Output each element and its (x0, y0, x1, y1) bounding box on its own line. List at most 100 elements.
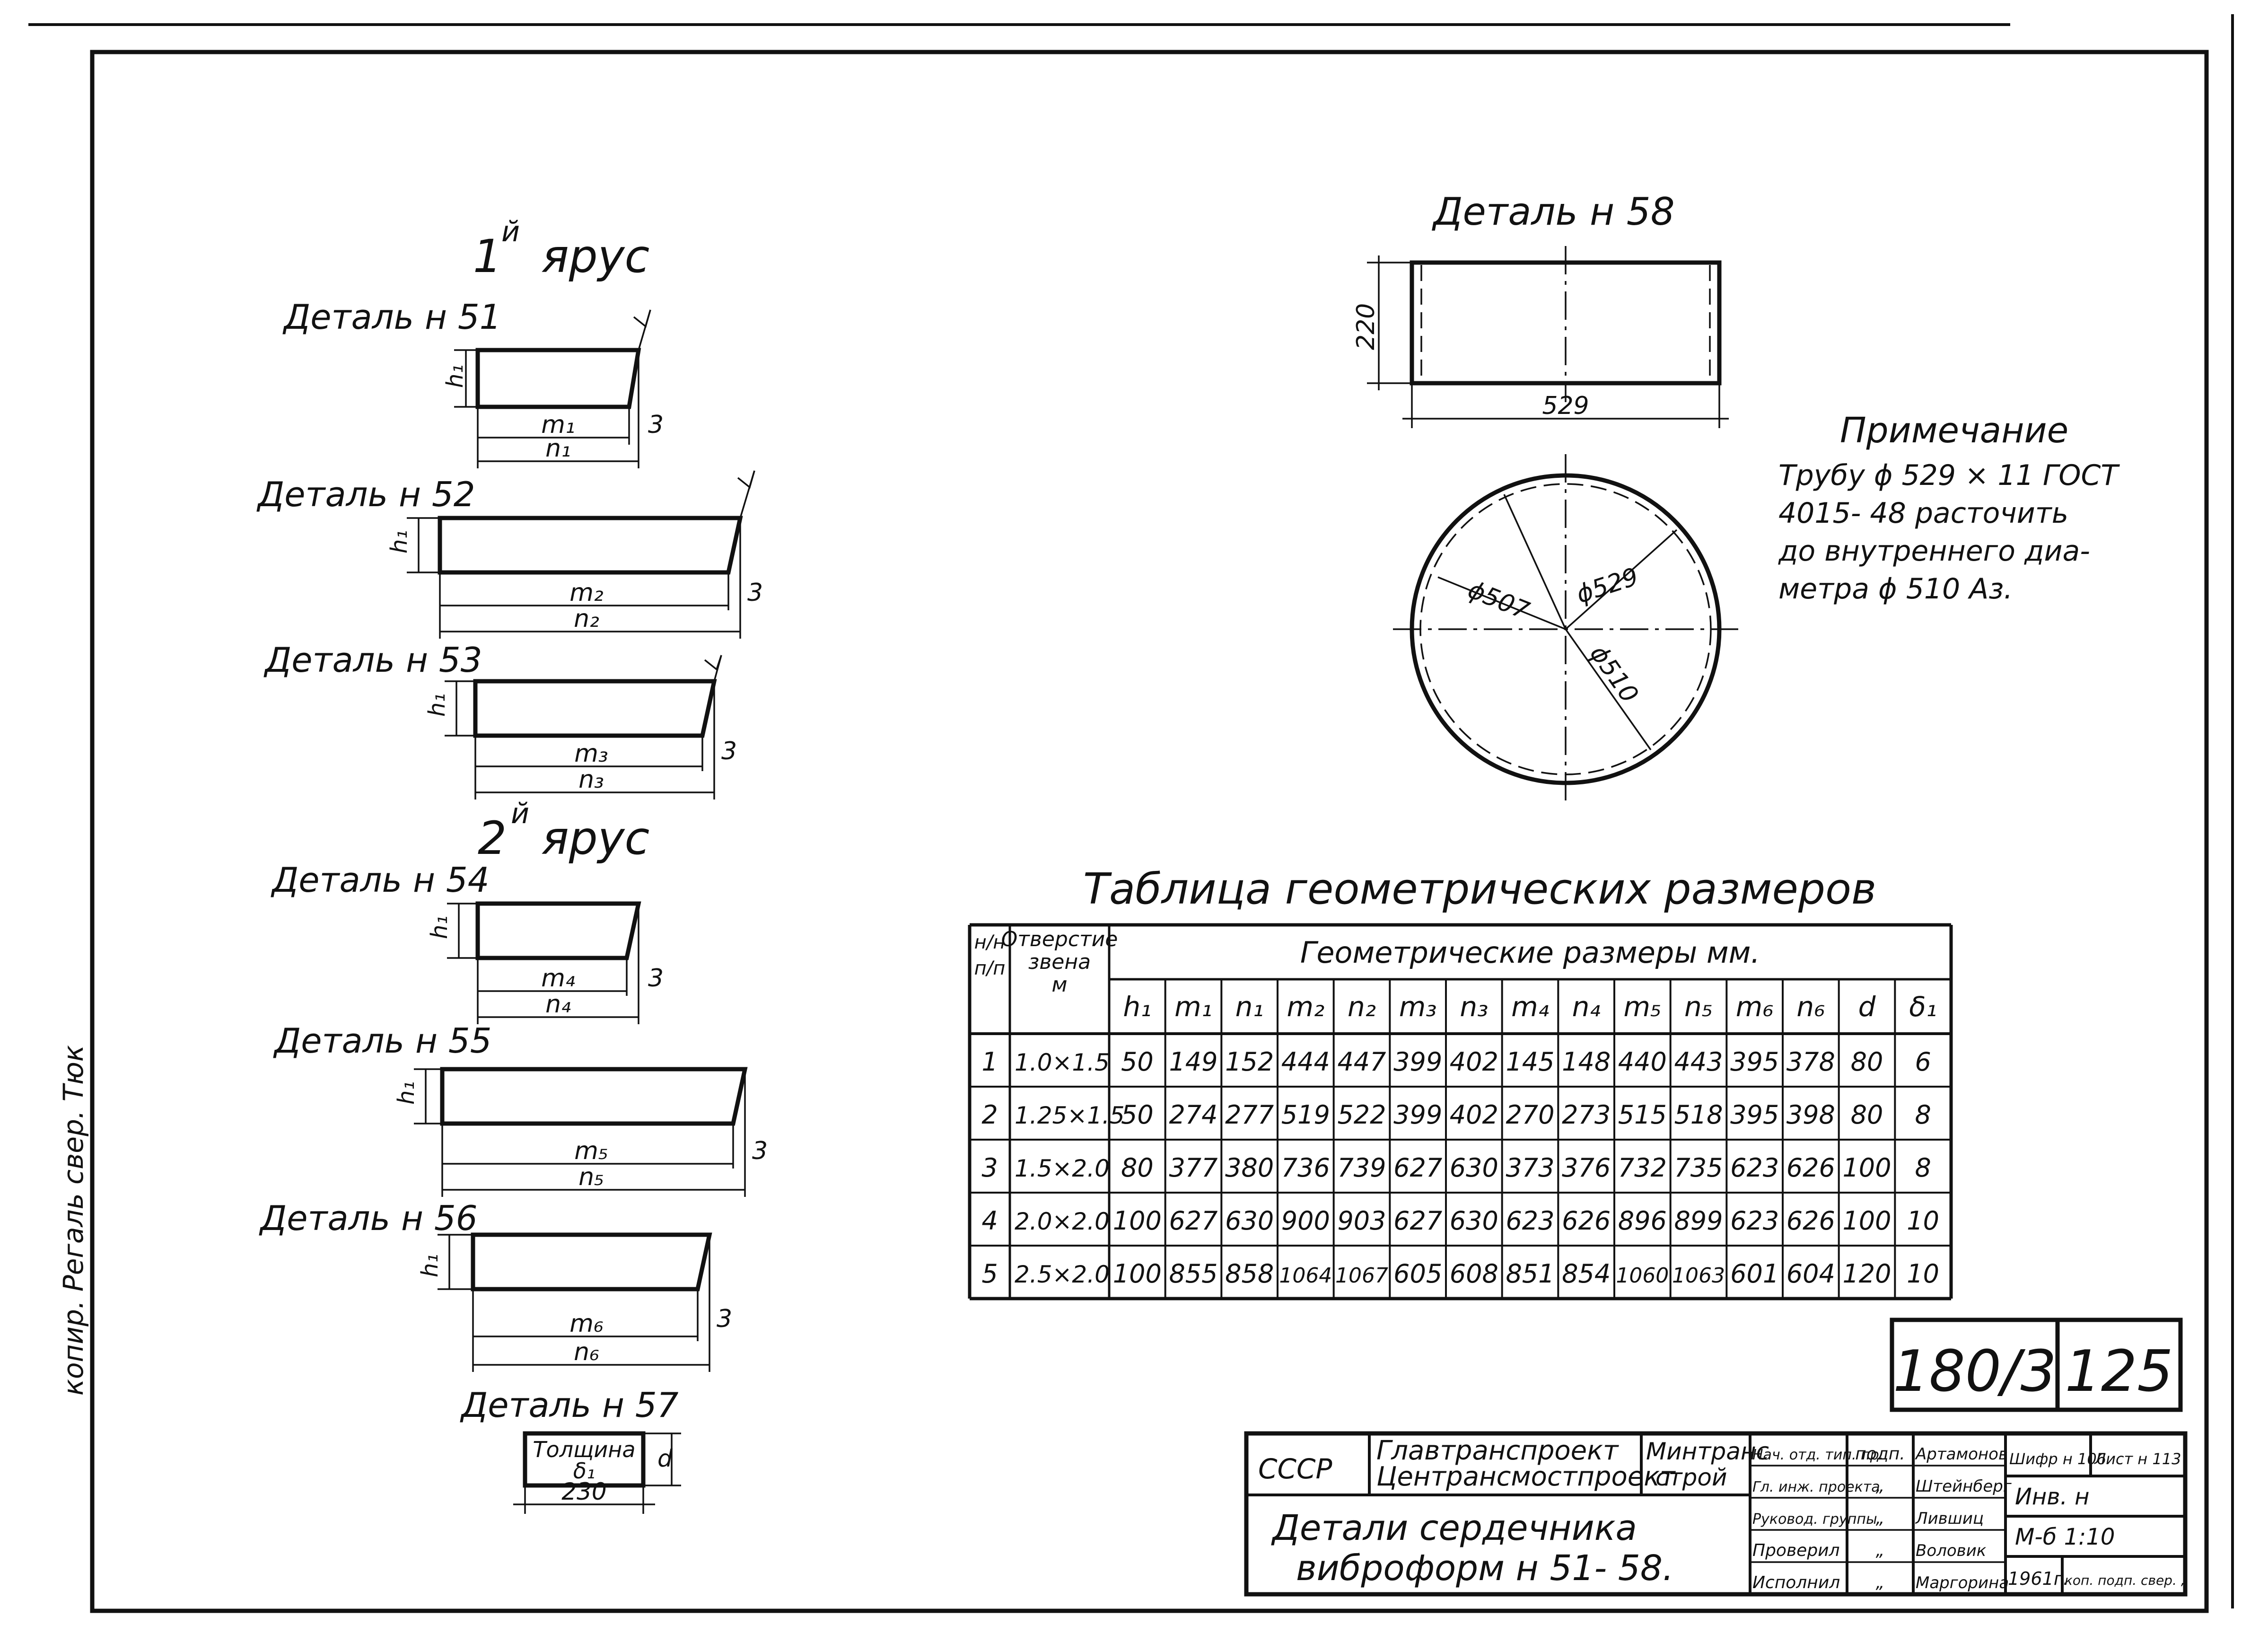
table-cell: 399 (1393, 1047, 1442, 1077)
col-header-12: n₆ (1796, 991, 1825, 1023)
table-row-no: 3 (981, 1153, 998, 1183)
note-line-3: до внутреннего диа- (1778, 535, 2090, 568)
col-header-6: n₃ (1460, 991, 1488, 1023)
table-cell: 1063 (1672, 1264, 1725, 1288)
detail-55-three: 3 (752, 1137, 768, 1165)
col-header-7: m₄ (1511, 991, 1549, 1023)
title-block-name-5: Маргорина (1916, 1573, 2009, 1592)
tier2-number: 2 (478, 812, 507, 865)
detail-56-title: Деталь н 56 (259, 1198, 478, 1238)
table-cell: 1060 (1616, 1264, 1669, 1288)
detail-56-h: h₁ (417, 1254, 443, 1277)
table-cell: 627 (1393, 1206, 1442, 1236)
detail-54: Деталь н 54 h₁ m₄ n₄ 3 (271, 860, 664, 1024)
note-line-2: 4015- 48 расточить (1778, 497, 2068, 530)
table-cell: 373 (1506, 1153, 1554, 1183)
drawing-frame (90, 50, 2209, 1613)
table-cell: 10 (1907, 1206, 1939, 1236)
detail-51-outline (475, 348, 641, 409)
note-line-1: Трубу ϕ 529 × 11 ГОСТ (1778, 459, 2120, 492)
col-header-11: m₆ (1736, 991, 1774, 1023)
title-block-cipher: Шифр н 106 (2009, 1450, 2106, 1468)
title-block-name-3: Лившиц (1915, 1509, 1984, 1528)
col-header-2: n₁ (1235, 991, 1264, 1023)
table-cell: 736 (1281, 1153, 1330, 1183)
table-cell: 518 (1674, 1100, 1723, 1130)
note-title: Примечание (1840, 410, 2068, 451)
col-header-10: n₅ (1684, 991, 1713, 1023)
table-cell: 270 (1506, 1100, 1554, 1130)
title-block-copy-check: коп. подп. свер. „ (2065, 1573, 2188, 1588)
detail-58-d507: ϕ507 (1464, 575, 1533, 625)
detail-57-side: d (657, 1445, 673, 1472)
col-no-header: п/п (974, 958, 1006, 979)
detail-51: Деталь н 51 h₁ m₁ n₁ 3 (282, 297, 664, 468)
detail-57-outline (523, 1431, 646, 1488)
table-cell: 100 (1842, 1206, 1891, 1236)
title-block-name-2: Штейнберг (1916, 1477, 2012, 1496)
table-cell: 626 (1786, 1206, 1835, 1236)
detail-53-h: h₁ (424, 693, 450, 717)
title-block-sheet: Лист н 113 (2094, 1450, 2181, 1468)
col-header-1: m₁ (1174, 991, 1212, 1023)
table-cell: 8 (1915, 1153, 1931, 1183)
table-cell: 903 (1337, 1206, 1386, 1236)
col-opening-header: Отверстие (1001, 927, 1118, 951)
table-cell: 900 (1281, 1206, 1330, 1236)
table-cell: 627 (1393, 1153, 1442, 1183)
table-cell: 377 (1169, 1153, 1217, 1183)
table-cell: 444 (1281, 1047, 1330, 1077)
detail-54-h: h₁ (426, 915, 453, 939)
col-no-header: н/н (974, 931, 1006, 953)
col-header-8: n₄ (1572, 991, 1601, 1023)
col-header-9: m₅ (1623, 991, 1661, 1023)
table-cell: 376 (1562, 1153, 1611, 1183)
table-cell: 100 (1113, 1259, 1162, 1289)
detail-54-m: m₄ (541, 964, 575, 993)
table-cell: 402 (1450, 1100, 1498, 1130)
detail-55-outline (440, 1067, 748, 1126)
title-block-year: 1961г. (2008, 1568, 2069, 1589)
tier1-sup: й (501, 215, 520, 248)
table-cell: 145 (1506, 1047, 1554, 1077)
table-cell: 402 (1450, 1047, 1498, 1077)
table-cell: 149 (1169, 1047, 1217, 1077)
detail-52-three: 3 (747, 579, 763, 607)
detail-51-m: m₁ (541, 411, 575, 439)
title-block-name-4: Воловик (1916, 1541, 1987, 1560)
title-block-inv: Инв. н (2015, 1484, 2089, 1510)
detail-56-three: 3 (717, 1305, 732, 1333)
detail-52-finish-tick (737, 470, 755, 489)
detail-55-title: Деталь н 55 (273, 1021, 492, 1061)
detail-52-title: Деталь н 52 (256, 474, 475, 514)
detail-55: Деталь н 55 h₁ m₅ n₅ 3 (273, 1021, 768, 1197)
table-row-no: 1 (981, 1047, 998, 1077)
tier2-word: ярус (542, 812, 649, 865)
title-block-role-3: Руковод. группы (1752, 1511, 1877, 1528)
detail-58-leader-510 (1565, 628, 1652, 751)
detail-58: Деталь н 58 220 529 ϕ507 ϕ529 ϕ510 (1352, 190, 1738, 804)
table-cell: 1064 (1279, 1264, 1332, 1288)
detail-55-m: m₅ (574, 1137, 608, 1165)
detail-53: Деталь н 53 h₁ m₃ n₃ 3 (263, 640, 737, 800)
table-title: Таблица геометрических размеров (1083, 864, 1876, 914)
detail-53-title: Деталь н 53 (263, 640, 482, 680)
table-cell: 601 (1730, 1259, 1779, 1289)
col-header-3: m₂ (1287, 991, 1324, 1023)
table-cell: 274 (1169, 1100, 1217, 1130)
table-cell: 100 (1113, 1206, 1162, 1236)
table-cell: 739 (1337, 1153, 1386, 1183)
table-cell: 623 (1730, 1153, 1779, 1183)
table-row-no: 2 (981, 1100, 998, 1130)
table-cell: 380 (1225, 1153, 1274, 1183)
detail-53-outline (473, 679, 717, 738)
detail-53-n: n₃ (578, 765, 604, 794)
detail-57-box-line1: Толщина (533, 1437, 635, 1462)
table-cell: 120 (1842, 1259, 1891, 1289)
table-cell: 735 (1674, 1153, 1723, 1183)
table-cell: 851 (1506, 1259, 1554, 1289)
table-cell: 732 (1618, 1153, 1667, 1183)
col-header-5: m₃ (1399, 991, 1437, 1023)
table-cell: 8 (1915, 1100, 1931, 1130)
